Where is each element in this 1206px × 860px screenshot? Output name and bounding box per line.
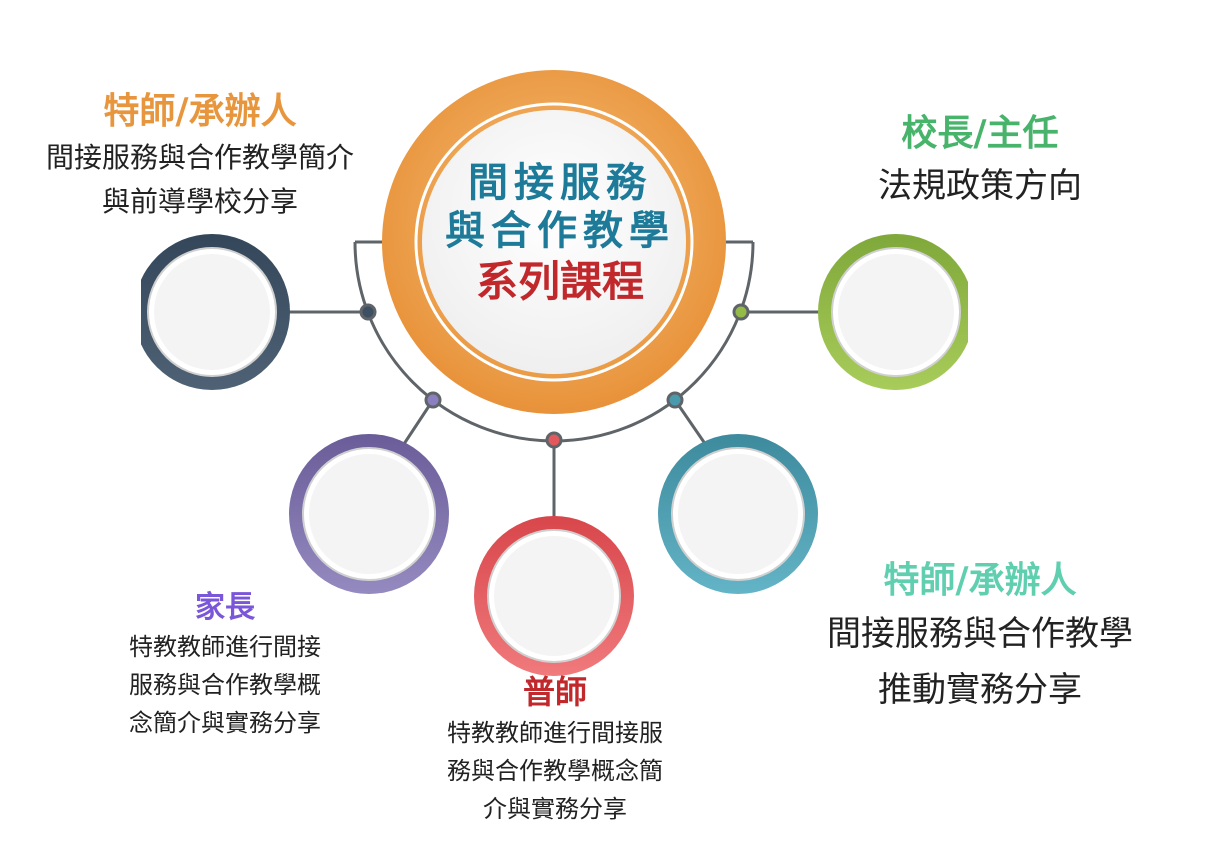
description-line: 介與實務分享 [483, 795, 627, 823]
description-line: 特教教師進行間接 [129, 633, 321, 661]
node-circle-navy [141, 234, 290, 390]
node-circle-green [818, 234, 968, 390]
dot-left [359, 303, 377, 321]
center-title-line-1: 間接服務 [468, 160, 652, 206]
node-circle-red [474, 516, 634, 676]
role-label: 特師/承辦人 [103, 91, 297, 132]
dot-right [732, 303, 750, 321]
center-subtitle: 系列課程 [475, 257, 644, 306]
role-label: 特師/承辦人 [883, 560, 1077, 601]
description-line: 務與合作教學概念簡 [447, 757, 663, 785]
node-text-top-left: 特師/承辦人 間接服務與合作教學簡介 與前導學校分享 [10, 88, 390, 224]
connector-dots [359, 303, 750, 449]
role-label: 校長/主任 [901, 113, 1059, 154]
role-label: 普師 [522, 673, 587, 711]
node-text-general-teacher: 普師 特教教師進行間接服 務與合作教學概念簡 介與實務分享 [400, 670, 710, 828]
node-text-top-right: 校長/主任 法規政策方向 [820, 110, 1140, 214]
description-line: 間接服務與合作教學簡介 [45, 141, 354, 174]
description-line: 念簡介與實務分享 [129, 709, 321, 737]
node-text-parent: 家長 特教教師進行間接 服務與合作教學概 念簡介與實務分享 [80, 588, 370, 742]
dot-red [545, 431, 563, 449]
center-circle [382, 70, 726, 414]
node-text-bottom-right: 特師/承辦人 間接服務與合作教學 推動實務分享 [795, 556, 1165, 718]
description-line: 特教教師進行間接服 [447, 719, 663, 747]
role-label: 家長 [195, 590, 255, 625]
description-line: 推動實務分享 [878, 670, 1082, 710]
dot-purple [424, 391, 442, 409]
description-line: 與前導學校分享 [101, 185, 298, 218]
connector-line-purple [398, 399, 435, 451]
center-title-line-2: 與合作教學 [445, 208, 675, 254]
description-line: 法規政策方向 [878, 166, 1082, 206]
node-circle-purple [289, 434, 449, 594]
connector-line-teal [673, 399, 710, 449]
description-line: 間接服務與合作教學 [827, 614, 1133, 654]
dot-teal [666, 391, 684, 409]
description-line: 服務與合作教學概 [129, 671, 321, 699]
node-circle-teal [658, 434, 818, 594]
